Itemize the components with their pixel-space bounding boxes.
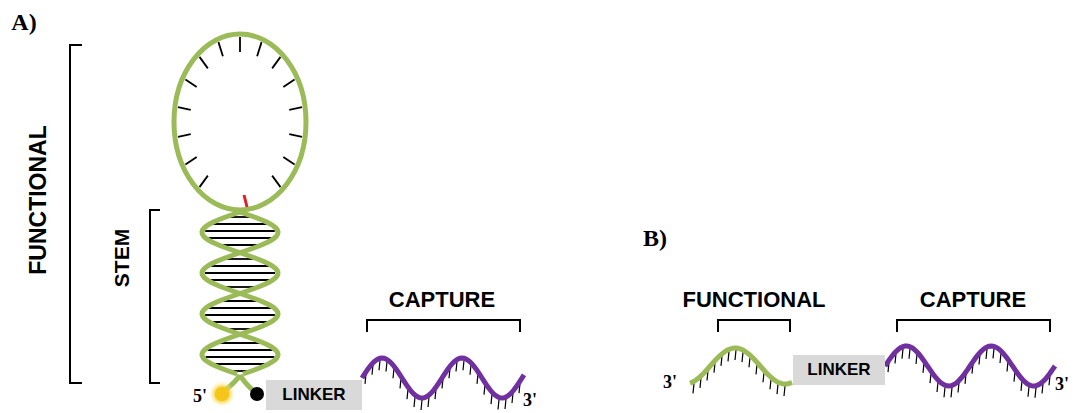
base-pair — [205, 272, 275, 274]
base-tick — [185, 80, 196, 88]
base-pair — [215, 363, 266, 365]
bracket — [718, 320, 790, 332]
base-tick — [902, 349, 903, 359]
base-tick — [777, 384, 778, 394]
fluorophore — [215, 387, 229, 401]
base-tick — [178, 107, 191, 110]
base-tick — [498, 399, 499, 409]
base-tick — [185, 157, 196, 165]
stem-strand — [202, 212, 278, 374]
base-tick — [728, 351, 729, 361]
base-tick — [414, 397, 415, 407]
base-tick — [749, 357, 750, 367]
base-tick — [379, 360, 380, 370]
modified-base — [244, 195, 247, 207]
base-pair — [206, 356, 275, 358]
base-pair — [219, 342, 260, 344]
base-tick — [218, 42, 222, 56]
base-tick — [421, 400, 422, 410]
base-pairs — [178, 37, 302, 371]
base-tick — [1021, 381, 1022, 391]
section-label: FUNCTIONAL — [27, 125, 50, 274]
base-tick — [283, 157, 294, 165]
base-tick — [239, 37, 241, 52]
bracket — [897, 320, 1050, 332]
capture-strand — [885, 346, 1055, 386]
label: A) — [11, 10, 36, 34]
base-tick — [289, 134, 302, 137]
base-tick — [200, 176, 208, 187]
linker-label: LINKER — [282, 385, 345, 405]
base-tick — [386, 362, 387, 372]
base-tick — [993, 348, 994, 358]
base-tick — [735, 350, 736, 360]
base-tick — [178, 134, 191, 137]
base-tick — [1035, 388, 1036, 398]
linker-label: LINKER — [807, 360, 870, 380]
base-tick — [272, 57, 280, 68]
base-tick — [693, 383, 694, 393]
base-pair — [213, 223, 268, 225]
base-tick — [463, 360, 464, 370]
section-label: STEM — [111, 229, 132, 287]
base-tick — [937, 382, 938, 392]
base-tick — [257, 42, 261, 56]
bracket — [367, 320, 520, 332]
base-tick — [1000, 353, 1001, 363]
base-tick — [951, 387, 952, 397]
base-tick — [200, 57, 208, 68]
base-tick — [742, 352, 743, 362]
base-tick — [491, 394, 492, 404]
quencher — [250, 387, 264, 401]
base-tick — [909, 349, 910, 359]
base-pair — [209, 237, 272, 239]
hairpin-loop — [174, 34, 306, 210]
base-tick — [986, 349, 987, 359]
label: 5' — [193, 387, 207, 405]
brackets — [70, 45, 1050, 383]
capture-strand — [362, 358, 524, 398]
base-pair — [211, 265, 270, 267]
base-pair — [210, 279, 270, 281]
label: 3' — [663, 373, 677, 391]
label: CAPTURE — [389, 289, 495, 311]
base-pair — [212, 321, 268, 323]
base-pair — [205, 230, 275, 232]
label: FUNCTIONAL — [683, 289, 826, 311]
bracket — [70, 45, 82, 383]
label: CAPTURE — [920, 289, 1026, 311]
linker-box: LINKER — [266, 380, 362, 410]
base-tick — [784, 386, 785, 396]
stem-strand — [202, 212, 278, 374]
base-tick — [272, 176, 280, 187]
bracket — [150, 210, 160, 383]
base-pair — [205, 314, 275, 316]
base-pair — [207, 349, 272, 351]
base-tick — [289, 107, 302, 110]
base-tick — [1028, 387, 1029, 397]
base-tick — [283, 80, 294, 88]
base-tick — [770, 379, 771, 389]
label: 3' — [523, 391, 537, 409]
linker-box: LINKER — [793, 355, 885, 385]
base-tick — [944, 387, 945, 397]
fluorophore-glow — [209, 381, 235, 407]
base-pair — [209, 307, 271, 309]
functional-strand — [690, 348, 792, 384]
base-tick — [505, 399, 506, 409]
label: B) — [643, 226, 667, 250]
label: 3' — [1055, 375, 1069, 393]
